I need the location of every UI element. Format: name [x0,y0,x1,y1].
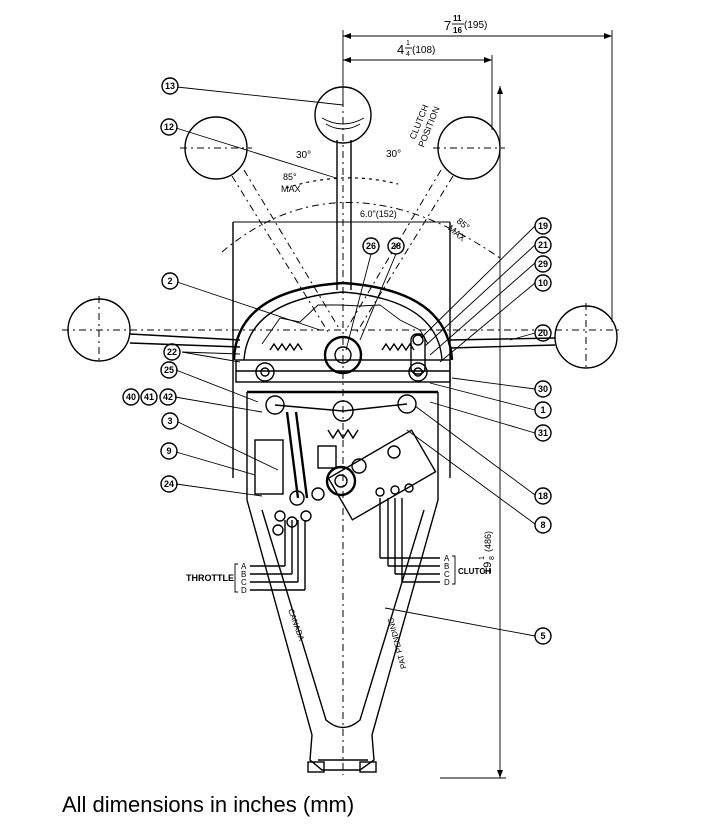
dimension-lines [233,30,613,779]
lever-knobs [67,86,618,371]
callout-13: 13 [161,77,179,95]
bolt-icon [311,487,325,501]
svg-text:5: 5 [540,631,545,641]
callout-1: 1 [534,401,552,419]
callout-26: 26 [362,237,380,255]
clutch-port-d: D [444,578,450,587]
dimension-text: 7 11 16 (195) 4 1 4 (108) 6.0"(152) 19 1… [360,14,496,574]
pat-pending-label: PAT PENDING [386,616,408,669]
throttle-port-d: D [241,586,247,595]
clutch-ports: A B C D CLUTCH [379,498,491,587]
callout-12: 12 [160,118,178,136]
clutch-label: CLUTCH [458,567,491,576]
callout-30: 30 [534,380,552,398]
svg-text:20: 20 [538,328,548,338]
bolt-icon [351,458,367,474]
svg-text:1: 1 [540,405,545,415]
control-lever-knob-icon [314,86,372,144]
svg-text:28: 28 [391,241,401,251]
svg-text:29: 29 [538,259,548,269]
svg-text:40: 40 [126,392,136,402]
spring-icon [269,342,303,352]
bolt-icon [255,362,275,382]
svg-text:22: 22 [167,347,177,357]
svg-text:3: 3 [167,416,172,426]
body-width-dimension: 6.0"(152) [360,209,397,219]
callout-20: 20 [534,324,552,342]
half-width-frac-num: 1 [406,40,410,47]
callout-24: 24 [160,475,178,493]
svg-text:13: 13 [165,81,175,91]
svg-text:41: 41 [144,392,154,402]
bolt-icon [289,490,305,506]
callout-10: 10 [534,274,552,292]
clutch-port-b: B [444,562,449,571]
svg-text:2: 2 [167,276,172,286]
half-width-mm: (108) [412,45,435,56]
bolt-icon [408,362,428,382]
svg-text:42: 42 [163,392,173,402]
dimensions-caption: All dimensions in inches (mm) [62,792,355,817]
callout-22: 22 [163,343,181,361]
svg-text:24: 24 [164,479,174,489]
svg-text:25: 25 [164,365,174,375]
svg-text:10: 10 [538,278,548,288]
callout-28: 28 [387,237,405,255]
half-width-whole: 4 [397,42,404,57]
throttle-ports: THROTTLE A B C D [186,520,306,595]
lever-sweep [62,100,620,775]
clutch-port-a: A [444,554,450,563]
height-frac-num: 1 [479,556,486,560]
clutch-port-c: C [444,570,450,579]
callout-18: 18 [534,487,552,505]
callout-41: 41 [140,388,158,406]
throttle-port-b: B [241,570,246,579]
svg-text:9: 9 [166,446,171,456]
svg-text:31: 31 [538,428,548,438]
svg-text:19: 19 [538,221,548,231]
leader-lines [174,86,536,637]
callout-29: 29 [534,255,552,273]
spring-icon [381,342,415,352]
angle-left-max: MAX [281,184,301,194]
half-width-frac-den: 4 [406,51,410,58]
overall-width-whole: 7 [444,18,451,33]
svg-text:26: 26 [366,241,376,251]
callout-25: 25 [160,361,178,379]
callout-40: 40 [122,388,140,406]
throttle-label: THROTTLE [186,573,234,583]
height-mm: (486) [483,531,493,552]
svg-text:12: 12 [164,122,174,132]
svg-text:18: 18 [538,491,548,501]
angle-left-85: 85° [283,172,297,182]
svg-text:30: 30 [538,384,548,394]
callout-31: 31 [534,424,552,442]
bolt-icon [387,445,401,459]
throttle-port-a: A [241,562,247,571]
callout-8: 8 [534,516,552,534]
svg-text:21: 21 [538,240,548,250]
height-whole: 19 [482,562,494,574]
overall-width-frac-num: 11 [453,14,462,23]
callout-2: 2 [161,272,179,290]
callout-3: 3 [161,412,179,430]
overall-width-mm: (195) [464,20,487,31]
throttle-port-c: C [241,578,247,587]
canada-label: CANADA [286,608,306,643]
callout-19: 19 [534,217,552,235]
callout-9: 9 [160,442,178,460]
angle-right-30: 30° [386,149,401,160]
callouts: 13 12 2 22 25 40 41 42 3 9 24 26 28 19 2… [122,77,552,645]
overall-width-frac-den: 16 [453,26,462,35]
height-frac-den: 8 [489,556,496,560]
callout-42: 42 [159,388,177,406]
callout-21: 21 [534,236,552,254]
svg-text:8: 8 [540,520,545,530]
callout-5: 5 [534,627,552,645]
angle-left-30: 30° [296,150,311,161]
